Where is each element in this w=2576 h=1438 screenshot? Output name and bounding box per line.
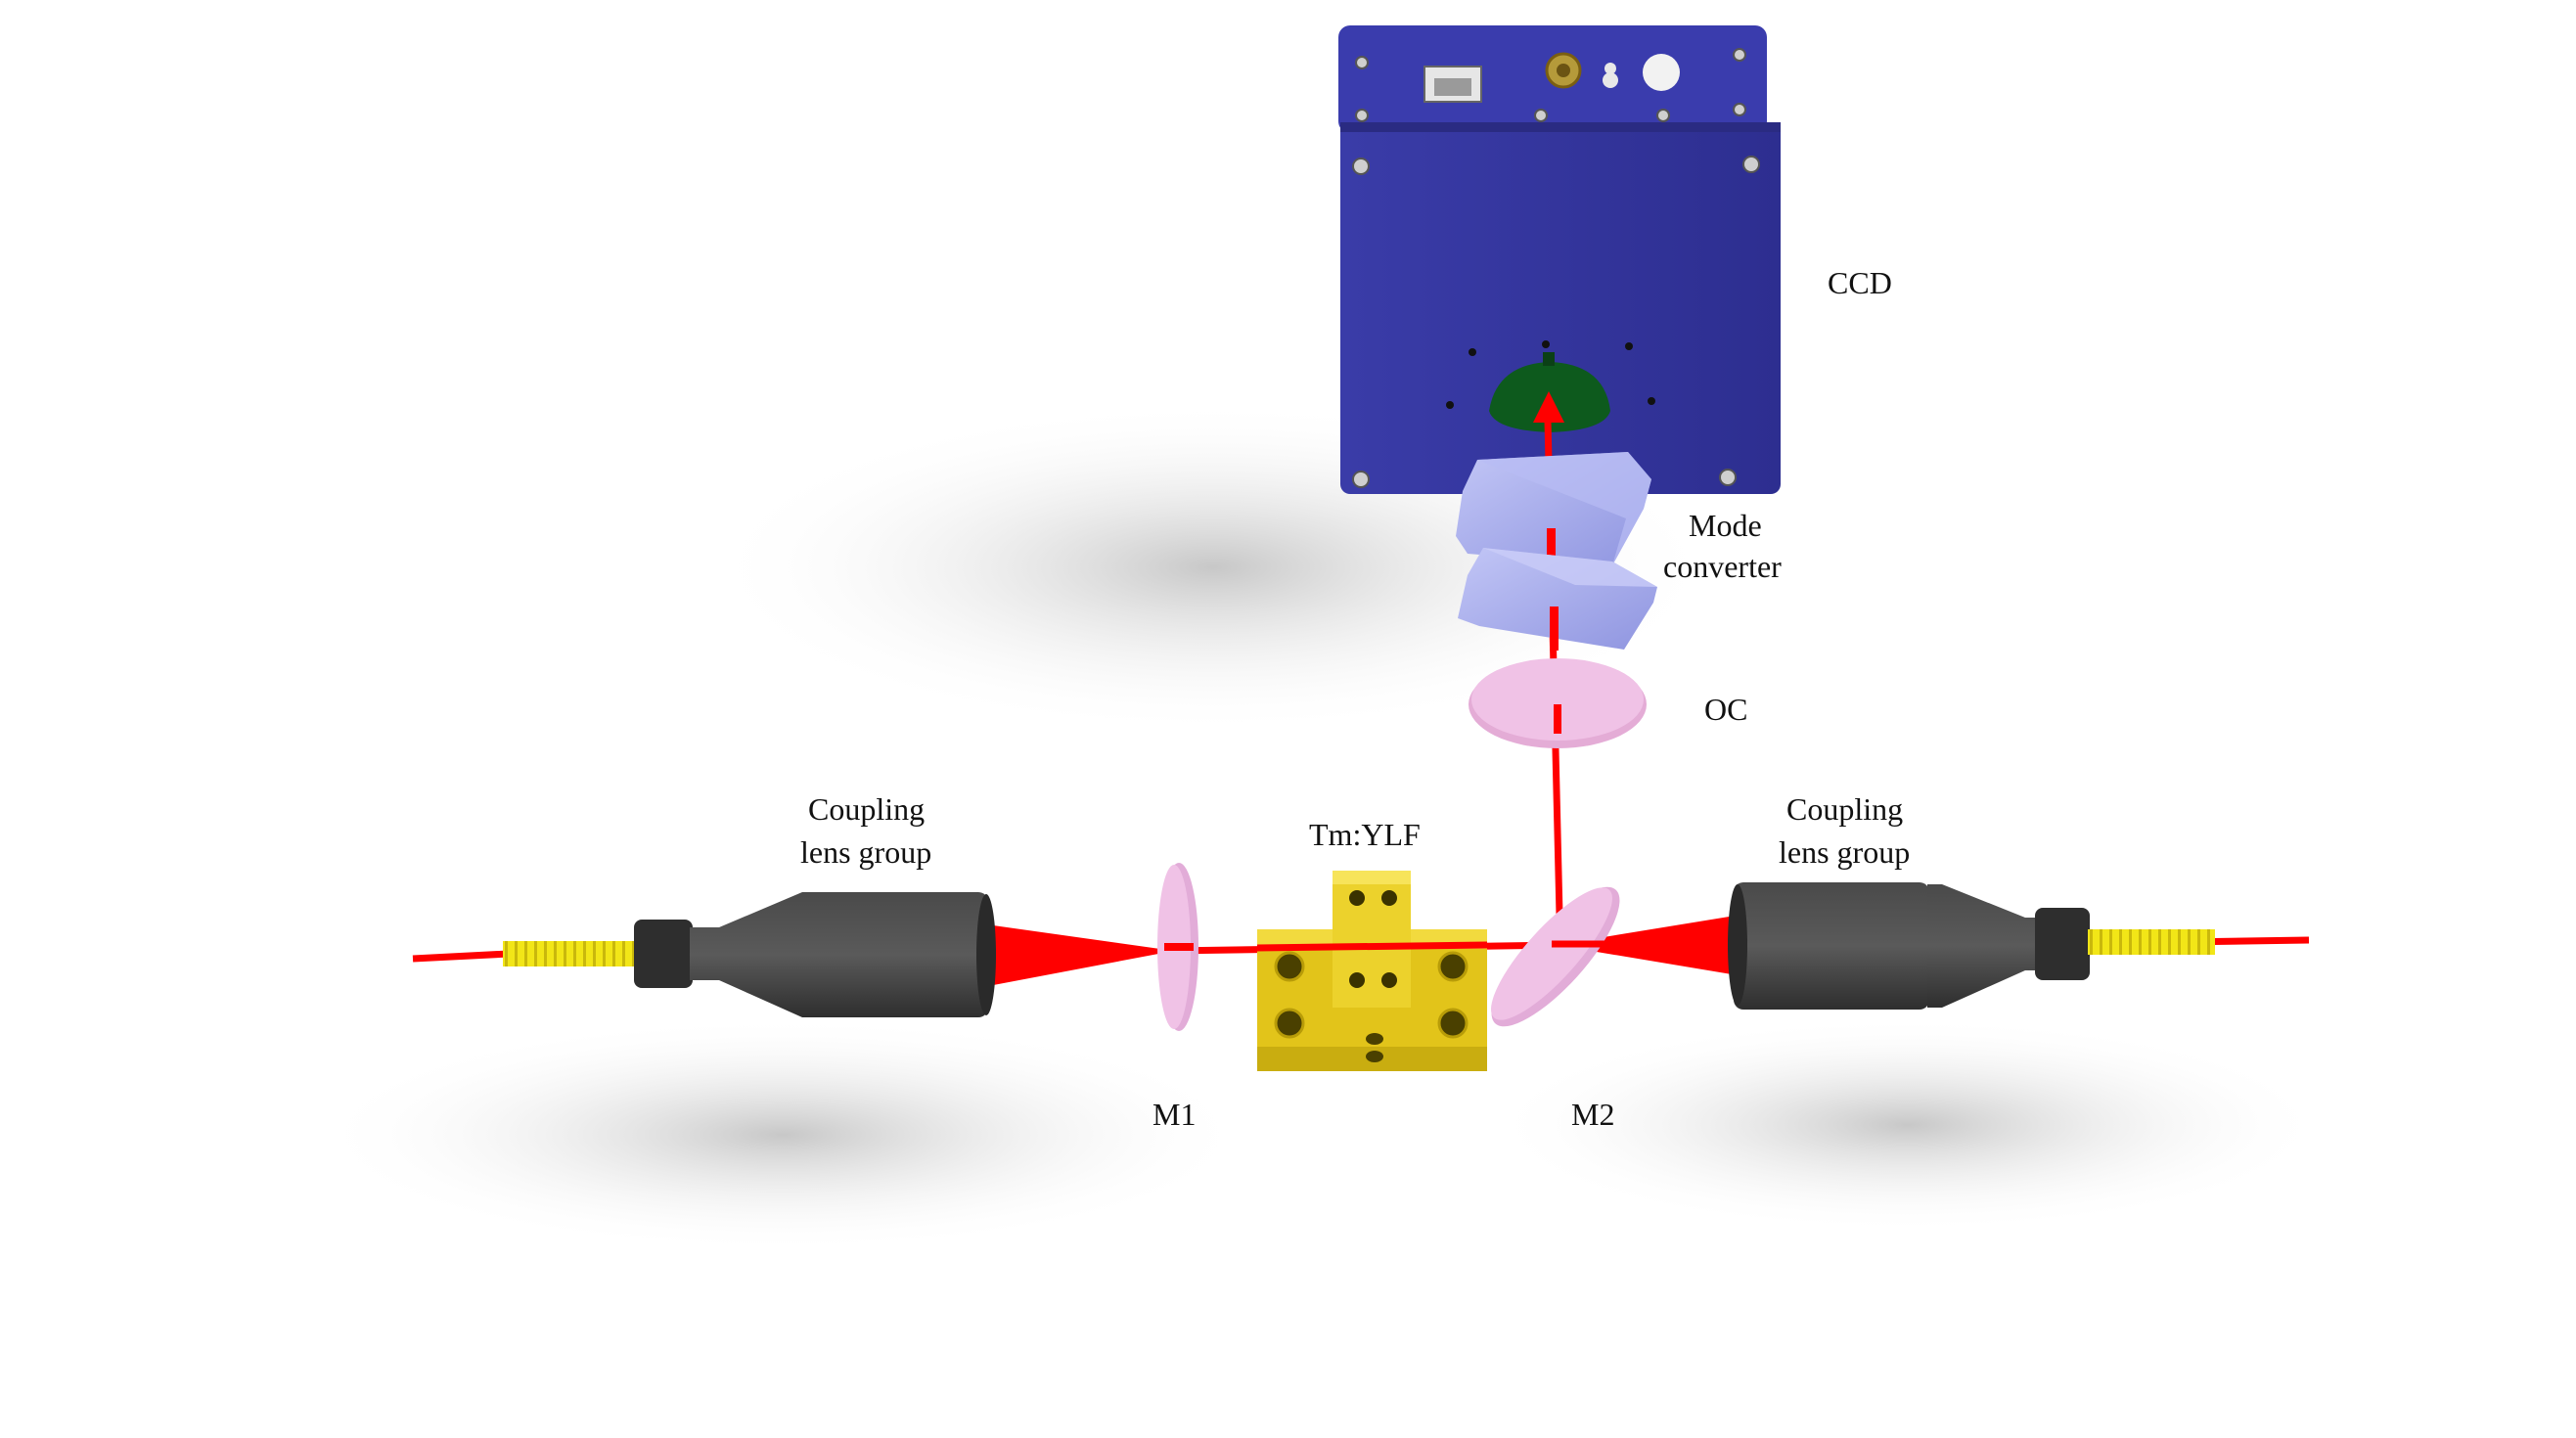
indicator-led-icon [1643, 54, 1680, 91]
fiber-jacket-left [503, 941, 640, 966]
label-coupling-right-line2: lens group [1779, 834, 1910, 870]
label-m1: M1 [1152, 1097, 1196, 1132]
crystal-holder-block [1333, 871, 1411, 1008]
labels: CCD Mode converter OC Coupling lens grou… [800, 265, 1910, 1132]
cylindrical-lens-upper [1456, 452, 1651, 565]
lens-housing-left [802, 892, 988, 1017]
coupling-lens-group-left [503, 892, 996, 1017]
label-crystal: Tm:YLF [1309, 817, 1421, 852]
ccd-body [1340, 122, 1781, 494]
fiber-connector-right [2035, 908, 2090, 980]
fiber-connector-left [634, 920, 693, 988]
label-oc: OC [1704, 692, 1747, 727]
output-coupler [1469, 658, 1647, 748]
label-ccd: CCD [1828, 265, 1892, 300]
label-coupling-left-line2: lens group [800, 834, 931, 870]
coupling-lens-group-right [1728, 882, 2215, 1010]
lens-housing-right [1734, 882, 1929, 1010]
mirror-m1 [1157, 863, 1198, 1031]
label-coupling-left-line1: Coupling [808, 791, 925, 827]
cylindrical-lens-lower [1458, 548, 1657, 650]
fiber-jacket-right [2088, 929, 2215, 955]
label-mode-converter-line2: converter [1663, 549, 1782, 584]
screws [1352, 48, 1760, 488]
label-coupling-right-line1: Coupling [1786, 791, 1903, 827]
beam-arrow-icon [1533, 391, 1564, 423]
label-mode-converter-line1: Mode [1689, 508, 1762, 543]
crystal-mount [1256, 871, 1488, 1071]
label-m2: M2 [1571, 1097, 1614, 1132]
mode-converter [1456, 452, 1657, 651]
ccd-camera [1338, 25, 1781, 494]
mirror-m2 [1491, 886, 1620, 1027]
